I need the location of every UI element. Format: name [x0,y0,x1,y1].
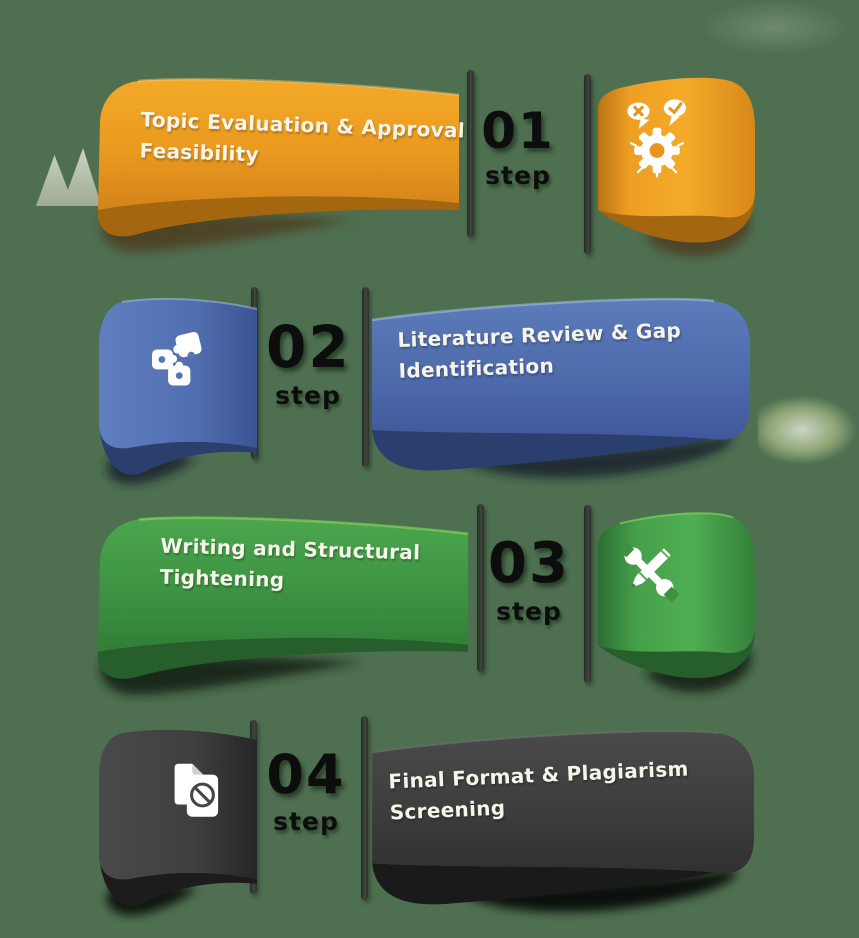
banner-ribbon [99,729,257,916]
step3-icon-banner [590,504,760,702]
plagiarism-documents-icon [161,750,229,821]
banner-ribbon [97,78,460,252]
step1-word: step [485,161,551,190]
step1-number: 01 [481,102,555,160]
step3-number: 03 [488,531,570,596]
render-artifact [758,396,856,464]
banner-ribbon [97,516,469,695]
step3-word: step [496,597,562,626]
step4-icon-banner [92,720,264,922]
step4-title-banner: Final Format & Plagiarism Screening [364,720,764,922]
render-artifact [700,0,850,55]
divider-pole [584,505,591,683]
step4-number: 04 [266,743,346,806]
banner-ribbon [371,297,750,478]
step1-title-banner: Topic Evaluation & Approval Feasibility [86,64,471,259]
step4-word: step [273,807,339,836]
step2-icon-banner [92,290,264,490]
step2-title-banner: Literature Review & Gap Identification [366,288,758,488]
step1-icon-banner [590,70,760,265]
wrench-pencil-icon [617,540,680,603]
divider-pole [362,287,369,467]
divider-pole [584,74,591,254]
banner-ribbon [99,297,258,485]
step2-number: 02 [266,313,351,381]
step2-word: step [275,381,341,410]
divider-pole [477,504,484,672]
divider-pole [361,716,368,900]
puzzle-icon [147,326,209,388]
banner-ribbon [371,730,754,912]
step3-title-banner: Writing and Structural Tightening [84,502,482,702]
approval-gear-icon [620,96,694,178]
divider-pole [467,70,474,237]
banner-ribbon [598,512,755,693]
